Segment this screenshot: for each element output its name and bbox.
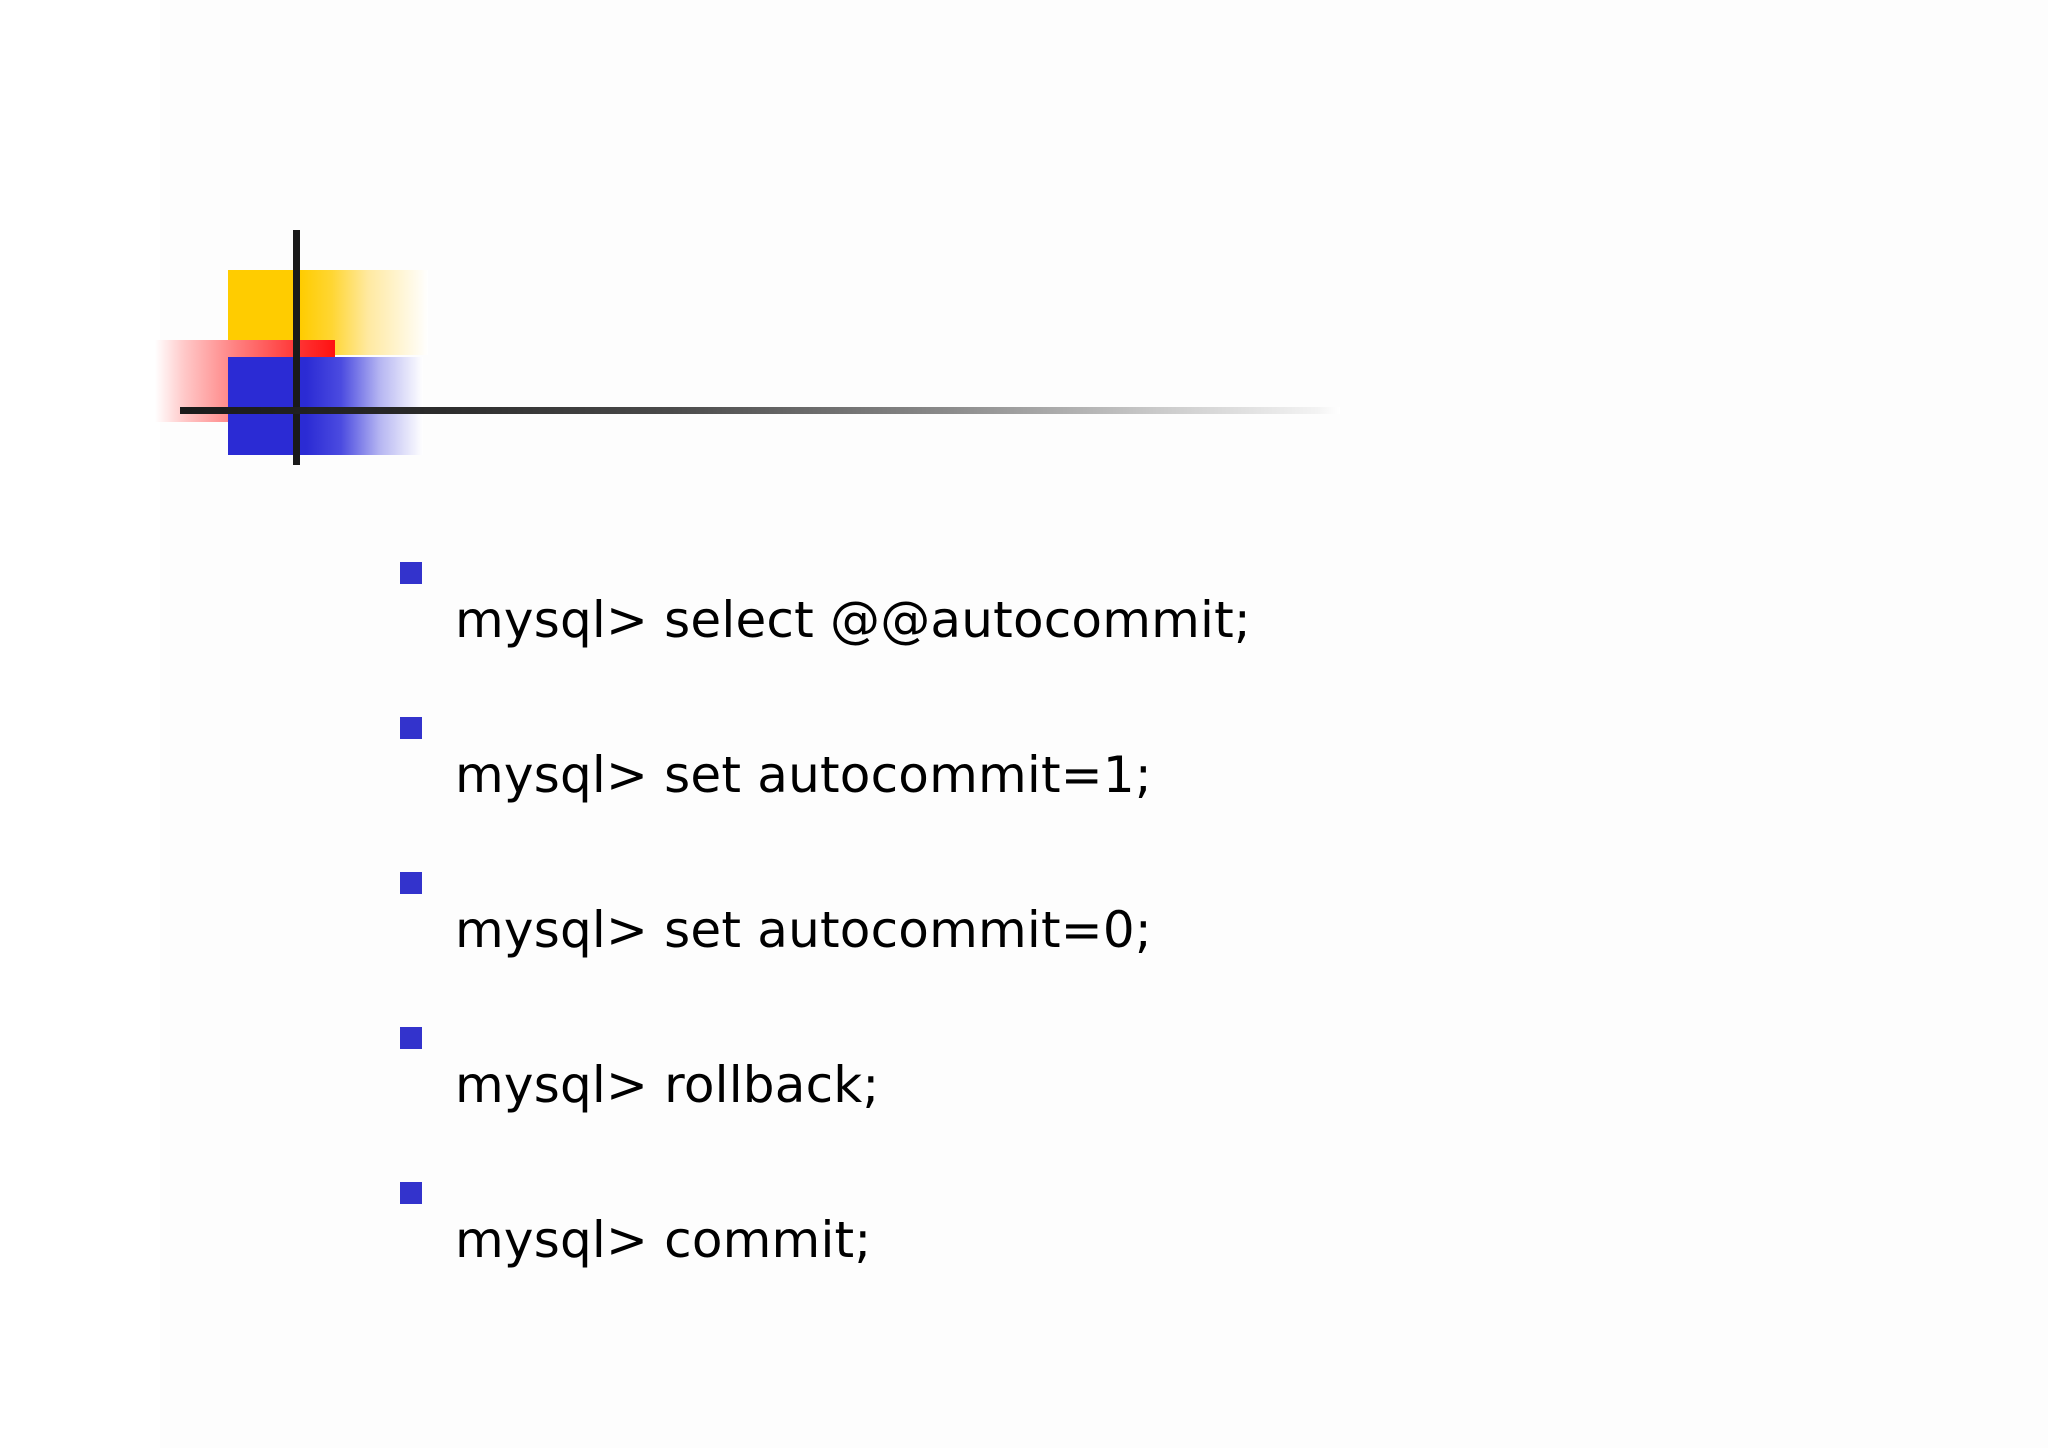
blue-square-icon [228, 357, 423, 455]
square-bullet-icon [400, 562, 422, 584]
list-item: mysql> commit; [400, 1176, 1900, 1331]
horizontal-divider-rule [180, 407, 1340, 414]
slide-canvas [160, 0, 2048, 1448]
square-bullet-icon [400, 872, 422, 894]
list-item: mysql> select @@autocommit; [400, 556, 1900, 711]
bullet-text: mysql> rollback; [455, 1056, 880, 1114]
vertical-rule-icon [293, 230, 300, 465]
bullet-text: mysql> select @@autocommit; [455, 591, 1251, 649]
square-bullet-icon [400, 1027, 422, 1049]
bullet-text: mysql> set autocommit=1; [455, 746, 1152, 804]
bullet-text: mysql> set autocommit=0; [455, 901, 1152, 959]
list-item: mysql> set autocommit=0; [400, 866, 1900, 1021]
list-item: mysql> set autocommit=1; [400, 711, 1900, 866]
bullet-text: mysql> commit; [455, 1211, 872, 1269]
square-bullet-icon [400, 1182, 422, 1204]
slide-body-content: mysql> select @@autocommit; mysql> set a… [400, 556, 1900, 1331]
list-item: mysql> rollback; [400, 1021, 1900, 1176]
decorative-squares-logo [155, 230, 480, 490]
square-bullet-icon [400, 717, 422, 739]
